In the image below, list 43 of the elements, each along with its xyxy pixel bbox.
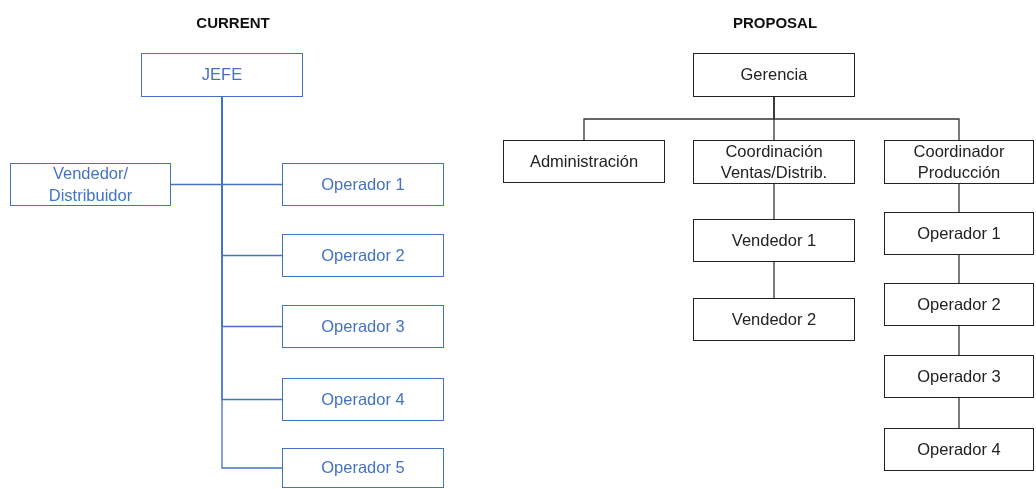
box-label: Vendedor/ Distribuidor <box>47 163 134 206</box>
org-box <box>141 53 303 97</box>
box-label: Vendedor 2 <box>731 308 817 330</box>
box-label: Operador 4 <box>917 438 1001 460</box>
section-heading: CURRENT <box>196 14 270 31</box>
box-label: Coordinador Producción <box>912 140 1006 183</box>
org-box <box>884 428 1034 471</box>
org-box <box>884 283 1034 326</box>
org-box <box>282 448 444 488</box>
org-box <box>693 298 855 341</box>
box-label: Operador 1 <box>321 173 405 195</box>
org-box <box>282 305 444 348</box>
box-label: Vendedor 1 <box>731 229 817 251</box>
org-box <box>693 140 855 184</box>
org-box <box>693 219 855 262</box>
org-box <box>282 163 444 206</box>
box-label: Operador 4 <box>321 388 405 410</box>
connector-line <box>773 183 775 220</box>
connector-line <box>958 254 960 284</box>
box-label: Operador 1 <box>917 222 1001 244</box>
org-box <box>282 378 444 421</box>
box-label: Administración <box>529 150 639 172</box>
connector-line <box>773 261 775 299</box>
box-label: Operador 5 <box>321 457 405 479</box>
box-label: Operador 3 <box>321 315 405 337</box>
box-label: JEFE <box>201 64 243 86</box>
box-label: Coordinación Ventas/Distrib. <box>719 140 829 183</box>
connector-line <box>958 397 960 429</box>
box-label: Operador 2 <box>321 244 405 266</box>
org-box <box>503 140 665 183</box>
box-label: Operador 2 <box>917 293 1001 315</box>
connector-line <box>773 96 960 141</box>
org-box <box>10 163 171 206</box>
connector-line <box>958 183 960 213</box>
box-label: Operador 3 <box>917 365 1001 387</box>
org-box <box>884 140 1034 184</box>
org-box <box>282 234 444 277</box>
section-heading: PROPOSAL <box>732 14 818 31</box>
org-box <box>693 53 855 97</box>
org-box <box>884 355 1034 398</box>
connector-line <box>958 325 960 356</box>
box-label: Gerencia <box>740 64 808 86</box>
org-box <box>884 212 1034 255</box>
